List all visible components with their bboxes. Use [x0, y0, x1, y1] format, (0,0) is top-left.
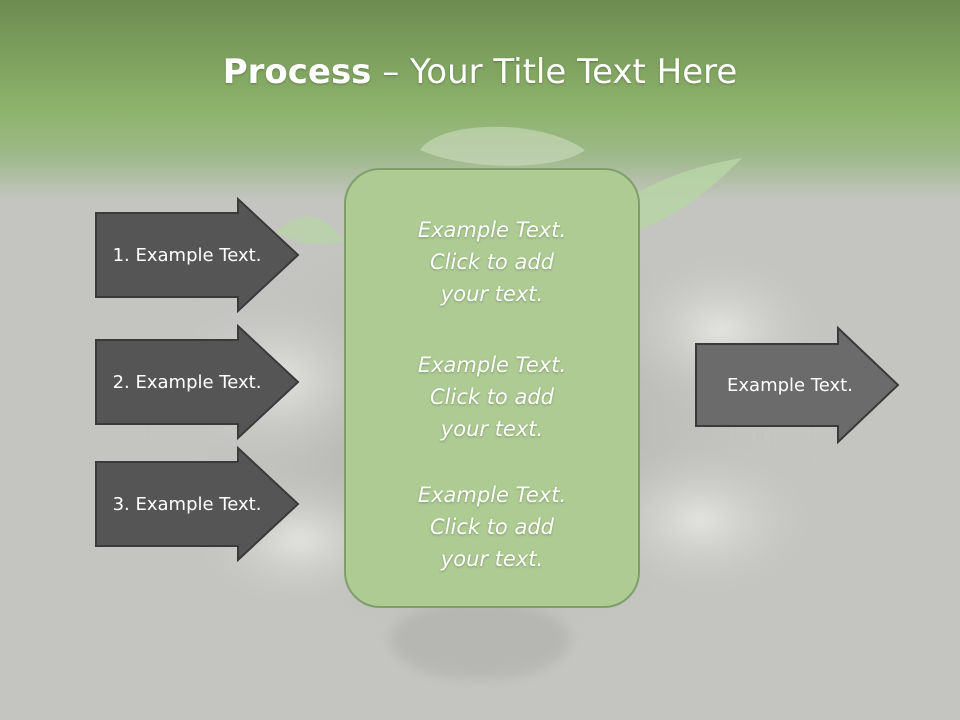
arrow-right-shape-icon: [95, 445, 300, 563]
input-arrow-3[interactable]: 3. Example Text.: [95, 445, 300, 563]
title-rest: – Your Title Text Here: [371, 52, 738, 92]
text-line: your text.: [440, 282, 544, 306]
center-text-block-3: Example Text. Click to add your text.: [346, 479, 638, 575]
output-arrow[interactable]: Example Text.: [695, 325, 900, 445]
slide-title: Process – Your Title Text Here: [0, 52, 960, 92]
input-arrow-1[interactable]: 1. Example Text.: [95, 196, 300, 314]
text-line: your text.: [440, 547, 544, 571]
text-line: Click to add: [429, 250, 554, 274]
text-line: Example Text.: [417, 483, 567, 507]
input-arrow-label: 1. Example Text.: [112, 244, 262, 266]
arrow-right-shape-icon: [95, 196, 300, 314]
input-arrow-label: 3. Example Text.: [112, 493, 262, 515]
text-line: Click to add: [429, 515, 554, 539]
center-text-block-1: Example Text. Click to add your text.: [346, 214, 638, 310]
input-arrow-label: 2. Example Text.: [112, 371, 262, 393]
arrow-right-shape-icon: [95, 323, 300, 441]
input-arrow-2[interactable]: 2. Example Text.: [95, 323, 300, 441]
arrow-right-shape-icon: [695, 325, 900, 445]
text-line: Example Text.: [417, 353, 567, 377]
center-text-block-2: Example Text. Click to add your text.: [346, 349, 638, 445]
output-arrow-label: Example Text.: [727, 374, 853, 396]
text-line: Example Text.: [417, 218, 567, 242]
title-bold: Process: [222, 52, 372, 92]
text-line: Click to add: [429, 385, 554, 409]
center-process-box[interactable]: Example Text. Click to add your text. Ex…: [344, 168, 640, 608]
text-line: your text.: [440, 417, 544, 441]
